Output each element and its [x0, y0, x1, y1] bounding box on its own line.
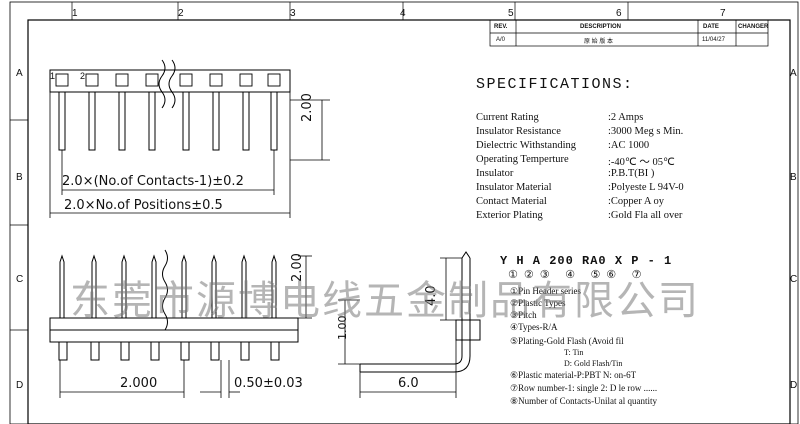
spec-label: Insulator Material [476, 182, 552, 193]
spec-label: Insulator [476, 168, 514, 179]
plating-sub: D: Gold Flash/Tin [564, 359, 623, 368]
spec-label: Insulator Resistance [476, 126, 561, 137]
legend-item: ②Plastic Types [510, 298, 566, 308]
dim-height-top: 2.00 [300, 93, 315, 122]
spec-label: Dielectric Withstanding [476, 140, 576, 151]
spec-value: :-40℃ ～ 05℃ [608, 157, 675, 168]
spec-value: :Polyeste L 94V-0 [608, 182, 684, 193]
legend-item: ⑧Number of Contacts-Unilat al quantity [510, 396, 658, 406]
legend-item: ③Pitch [510, 310, 537, 320]
description-value: 原 始 版 本 [584, 39, 614, 45]
dim-positions: 2.0×No.of Positions±0.5 [64, 198, 223, 213]
dim-contacts: 2.0×(No.of Contacts-1)±0.2 [62, 174, 244, 189]
watermark: 东莞市源博电线五金制品有限公司 [70, 278, 700, 324]
row-label: C [790, 274, 798, 285]
row-label: B [790, 172, 797, 183]
legend-item: ⑤Plating-Gold Flash (Avoid fil [510, 336, 624, 346]
row-label: C [16, 274, 24, 285]
legend-item: ①Pin Header series [510, 286, 582, 296]
row-label: B [16, 172, 23, 183]
date-value: 11/04/27 [702, 37, 725, 43]
changer-header: CHANGER [738, 24, 769, 30]
spec-label: Operating Temperture [476, 154, 569, 165]
column-label: 4 [400, 8, 406, 19]
plating-sub: T: Tin [564, 348, 584, 357]
column-label: 3 [290, 8, 296, 19]
dim-side-length: 6.0 [398, 376, 419, 391]
part-number-code: Y H A 200 RA0 X P - 1 [500, 254, 673, 268]
row-label: D [790, 380, 798, 391]
row-label: A [16, 68, 23, 79]
description-header: DESCRIPTION [580, 24, 622, 30]
rev-value: A/0 [496, 37, 506, 43]
spec-label: Current Rating [476, 112, 539, 123]
dim-width: 2.000 [120, 376, 158, 391]
spec-title: SPECIFICATIONS: [476, 76, 634, 93]
spec-label: Contact Material [476, 196, 547, 207]
column-label: 7 [720, 8, 726, 19]
legend-item: ⑦Row number-1: single 2: D le row ...... [510, 383, 658, 393]
rev-header: REV. [494, 24, 508, 30]
spec-value: :P.B.T(BI ) [608, 168, 655, 179]
spec-value: :Copper A oy [608, 196, 665, 207]
dim-pin-size: 0.50±0.03 [234, 376, 303, 391]
date-header: DATE [703, 24, 719, 30]
row-label: D [16, 380, 24, 391]
legend-item: ④Types-R/A [510, 322, 558, 332]
spec-value: :Gold Fla all over [608, 210, 683, 221]
column-label: 2 [178, 8, 184, 19]
column-label: 1 [72, 8, 78, 19]
pin1-label: 1 [50, 71, 56, 81]
column-label: 6 [616, 8, 622, 19]
column-label: 5 [508, 8, 514, 19]
row-label: A [790, 68, 797, 79]
spec-value: :AC 1000 [608, 140, 650, 151]
part-number-index: ①②③ ④ ⑤⑥ ⑦ [508, 268, 648, 281]
spec-value: :2 Amps [608, 112, 644, 123]
pin2-label: 2 [80, 71, 86, 81]
legend-item: ⑥Plastic material-P:PBT N: on-6T [510, 370, 637, 380]
spec-label: Exterior Plating [476, 210, 543, 221]
spec-value: :3000 Meg s Min. [608, 126, 684, 137]
